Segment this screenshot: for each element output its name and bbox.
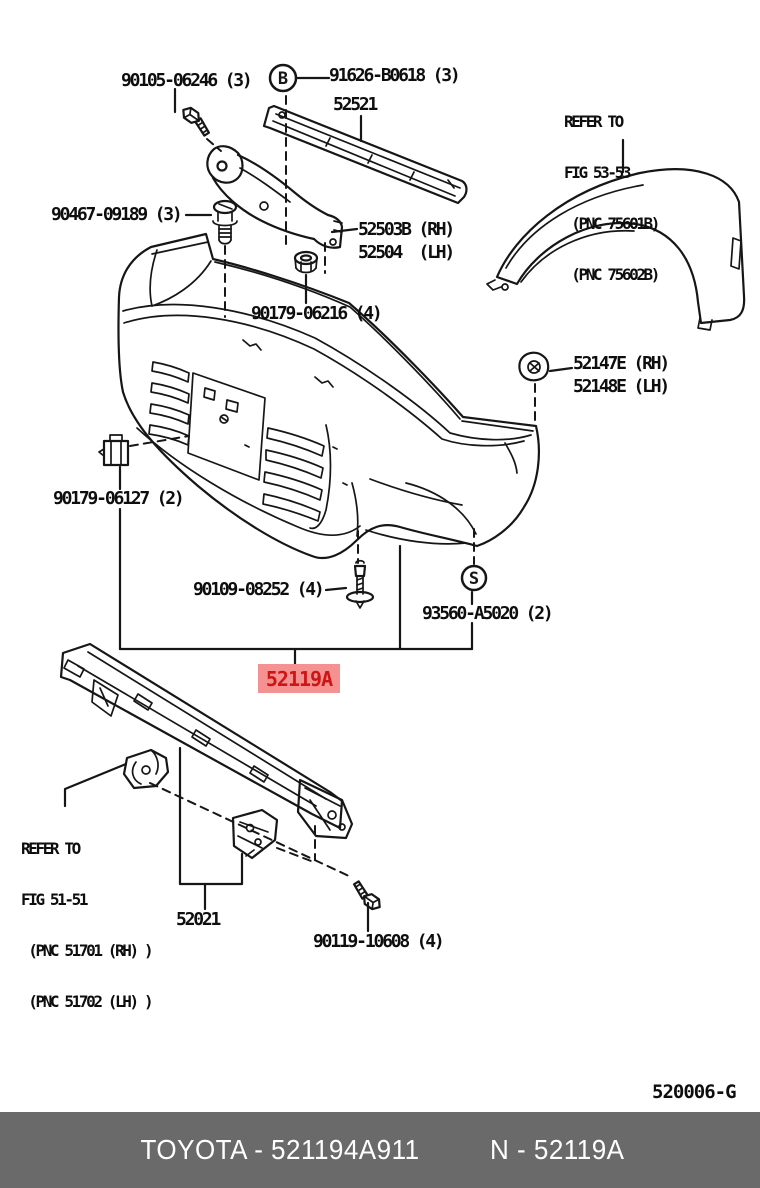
callout-93560-A5020[interactable]: 93560-A5020 (2) (422, 603, 554, 624)
highlighted-callout-52119A[interactable]: 52119A (258, 664, 340, 693)
callout-91626-B0618[interactable]: 91626-B0618 (3) (329, 65, 461, 86)
footer-brand-part-number: TOYOTA - 521194A911 (140, 1134, 420, 1165)
grommet-clip-icon (518, 351, 550, 382)
exploded-view-drawing: B S (59, 63, 746, 933)
reinforcement-bar-drawing (59, 642, 354, 840)
fender-flare-drawing (486, 168, 746, 331)
callout-52021[interactable]: 52021 (176, 909, 221, 930)
refer-line: REFER TO (21, 839, 81, 858)
bolt-icon (182, 106, 210, 137)
screw-grommet-icon (212, 199, 238, 245)
bumper-cover-drawing (117, 232, 540, 560)
callout-90467-09189[interactable]: 90467-09189 (3) (51, 204, 183, 225)
refer-line: FIG 51-51 (21, 890, 89, 909)
refer-note-fig-51-51: REFER TO FIG 51-51 (PNC 51701 (RH) ) (PN… (21, 806, 154, 1044)
refer-line: REFER TO (564, 112, 624, 131)
upper-support-bar-drawing (262, 104, 468, 205)
leader-lines (63, 76, 625, 933)
callout-90179-06216[interactable]: 90179-06216 (4) (251, 303, 383, 324)
callout-52147E[interactable]: 52147E (RH) (573, 353, 670, 374)
circled-s-letter: S (469, 569, 479, 589)
callout-90119-10608[interactable]: 90119-10608 (4) (313, 931, 445, 952)
callout-52504[interactable]: 52504 (LH) (358, 242, 455, 263)
side-bracket-drawing (231, 808, 279, 860)
circled-b-symbol: B (268, 63, 298, 93)
refer-line: (PNC 51701 (RH) ) (21, 941, 153, 960)
highlighted-part-number: 52119A (265, 666, 333, 691)
nut-icon (293, 250, 319, 274)
figure-code: 520006-G (652, 1081, 737, 1103)
refer-note-fig-53-53: REFER TO FIG 53-53 (PNC 75601B) (PNC 756… (564, 79, 660, 317)
callout-90179-06127[interactable]: 90179-06127 (2) (53, 488, 185, 509)
screw-washer-icon (345, 559, 375, 609)
callout-90105-06246[interactable]: 90105-06246 (3) (121, 70, 253, 91)
refer-line: (PNC 75602B) (564, 265, 660, 284)
callout-90109-08252[interactable]: 90109-08252 (4) (193, 579, 325, 600)
refer-line: FIG 53-53 (564, 163, 632, 182)
callout-52521[interactable]: 52521 (333, 94, 378, 115)
callout-52148E[interactable]: 52148E (LH) (573, 376, 670, 397)
clamp-bracket-drawing (122, 748, 170, 790)
bolt-small-icon (353, 880, 381, 911)
refer-line: (PNC 75601B) (564, 214, 660, 233)
circled-s-symbol: S (460, 564, 488, 592)
square-clip-icon (98, 434, 130, 467)
dashed-assembly-lines (129, 95, 536, 878)
callout-52503B[interactable]: 52503B (RH) (358, 219, 455, 240)
footer-bar: TOYOTA - 521194A911 N - 52119A (0, 1112, 760, 1188)
footer-part-number: N - 52119A (490, 1134, 625, 1165)
circled-b-letter: B (278, 69, 288, 89)
refer-line: (PNC 51702 (LH) ) (21, 992, 153, 1011)
